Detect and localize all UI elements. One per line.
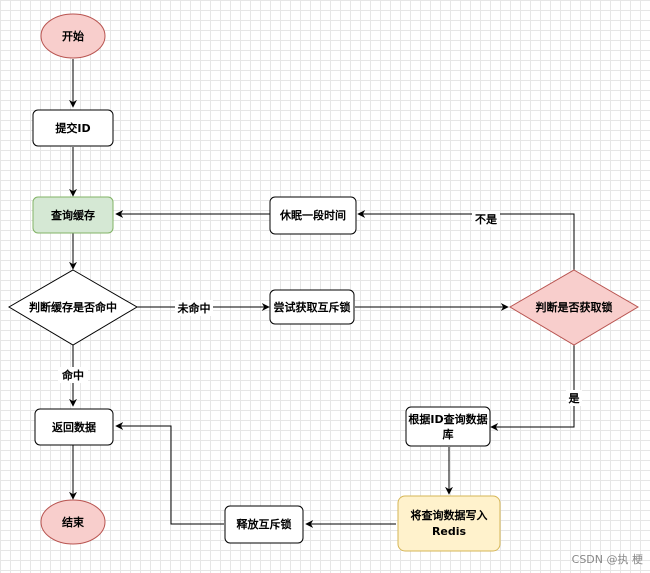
edge-label-no: 不是 — [475, 213, 498, 226]
edge-label-hit: 命中 — [61, 368, 84, 382]
node-sleep-label: 休眠一段时间 — [279, 208, 346, 222]
edge-release-return — [115, 422, 224, 525]
node-release-lock: 释放互斥锁 — [224, 505, 304, 544]
edge-label-miss: 未命中 — [177, 301, 211, 315]
node-submit-id-label: 提交ID — [55, 121, 90, 135]
edge-lockdecision-sleep — [357, 210, 575, 270]
node-end-label: 结束 — [61, 515, 85, 529]
node-try-acquire-lock-label: 尝试获取互斥锁 — [274, 300, 351, 314]
watermark: CSDN @执 梗 — [572, 552, 643, 566]
node-start: 开始 — [40, 13, 106, 59]
edge-label-yes: 是 — [568, 392, 581, 405]
node-try-acquire-lock: 尝试获取互斥锁 — [269, 289, 355, 325]
node-end: 结束 — [40, 499, 106, 545]
node-write-redis-label-line2: Redis — [432, 525, 467, 538]
node-write-redis-label-line1: 将查询数据写入 — [411, 508, 488, 522]
node-lock-acquired-decision: 判断是否获取锁 — [509, 269, 639, 346]
node-query-db: 根据ID查询数据 库 — [405, 406, 491, 447]
node-lock-acquired-decision-label: 判断是否获取锁 — [536, 300, 613, 314]
node-return-data-label: 返回数据 — [52, 420, 96, 434]
node-query-db-label-line1: 根据ID查询数据 — [408, 412, 487, 426]
node-return-data: 返回数据 — [34, 408, 114, 446]
node-cache-hit-decision-label: 判断缓存是否命中 — [29, 300, 117, 314]
node-query-cache-label: 查询缓存 — [51, 208, 95, 222]
node-start-label: 开始 — [62, 29, 84, 43]
node-query-db-label-line2: 库 — [443, 427, 454, 441]
edge-lockdecision-querydb — [490, 345, 575, 431]
node-submit-id: 提交ID — [32, 109, 114, 147]
node-release-lock-label: 释放互斥锁 — [237, 517, 292, 531]
node-query-cache: 查询缓存 — [32, 196, 114, 234]
node-write-redis: 将查询数据写入 Redis — [397, 495, 501, 552]
node-sleep: 休眠一段时间 — [269, 196, 357, 235]
node-cache-hit-decision: 判断缓存是否命中 — [8, 269, 138, 346]
